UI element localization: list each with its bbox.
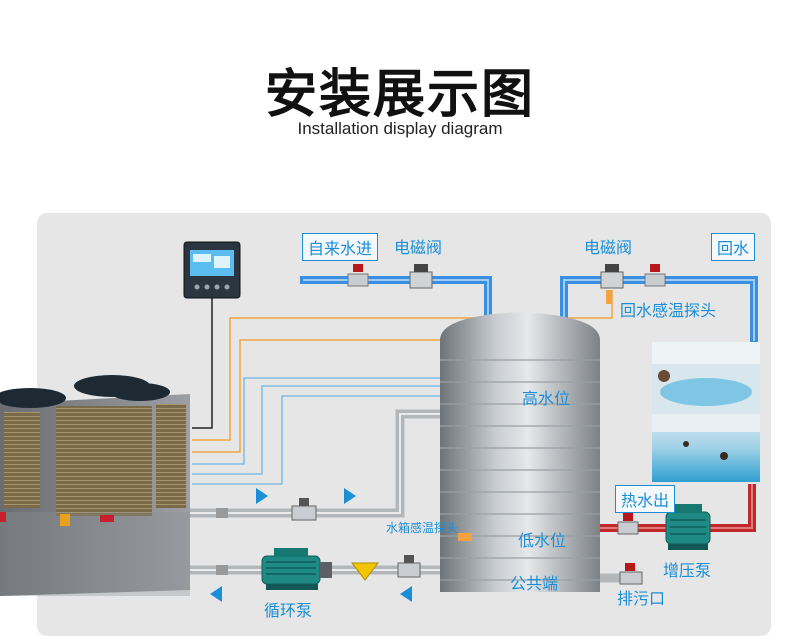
return-temp-probe-label: 回水感温探头 — [620, 301, 717, 320]
tank-temp-probe-label: 水箱感温探头 — [386, 521, 459, 535]
high-water-level-label: 高水位 — [522, 389, 571, 408]
circulation-pump — [261, 548, 332, 590]
controller-wire — [192, 298, 213, 429]
page-title: 安装展示图 — [264, 65, 535, 125]
bath-image — [652, 342, 760, 414]
return-water-label: 回水 — [711, 233, 756, 261]
tap-water-in-label: 自来水进 — [302, 233, 379, 261]
valves — [216, 264, 666, 585]
drain-outlet-label: 排污口 — [617, 589, 666, 608]
booster-pump — [665, 504, 711, 550]
hot-water-pipes — [600, 484, 756, 532]
water-tank — [440, 312, 600, 592]
solenoid-valve-left-label: 电磁阀 — [394, 238, 443, 257]
page-subtitle: Installation display diagram — [297, 119, 503, 138]
hot-water-out-label: 热水出 — [615, 485, 676, 513]
heat-pump-unit — [0, 375, 190, 596]
controller-panel — [183, 241, 241, 299]
pool-image — [652, 414, 760, 482]
low-water-level-label: 低水位 — [518, 531, 567, 550]
flow-arrows — [210, 488, 412, 602]
common-terminal-label: 公共端 — [510, 574, 559, 593]
solenoid-valve-right-label: 电磁阀 — [584, 238, 633, 257]
circulation-pump-label: 循环泵 — [264, 601, 313, 620]
booster-pump-label: 增压泵 — [663, 561, 712, 580]
